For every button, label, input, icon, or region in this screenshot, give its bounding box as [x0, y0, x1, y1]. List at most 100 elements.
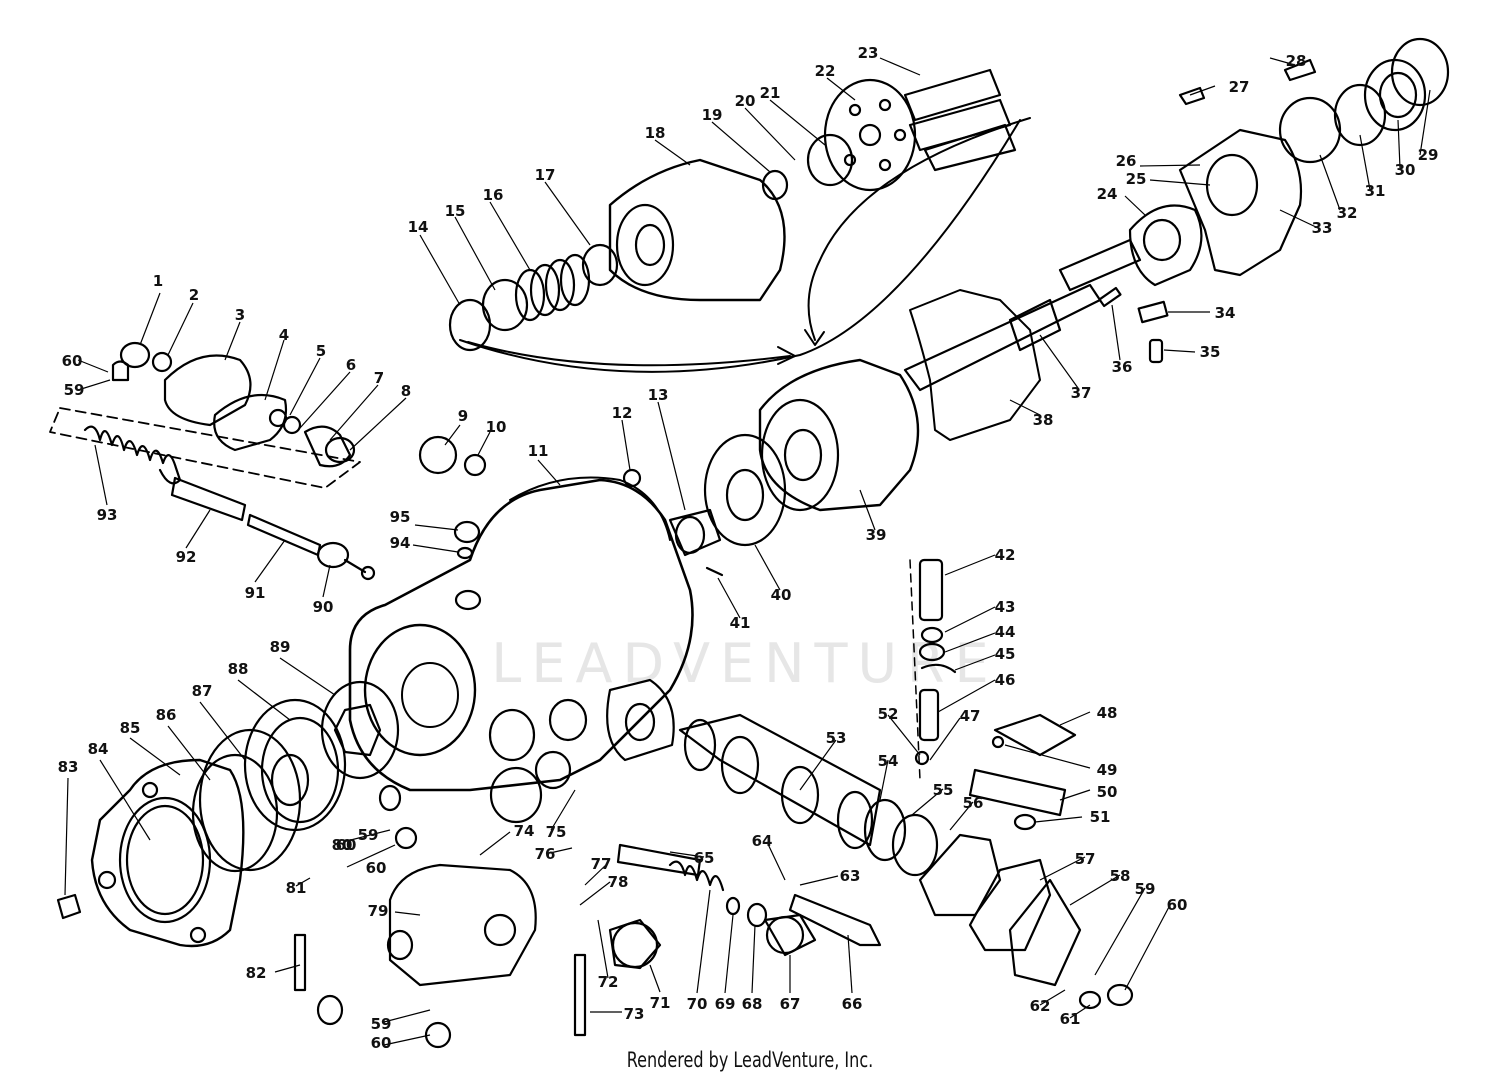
callout-59-topleft: 59 [64, 381, 85, 399]
ring-87 [198, 728, 302, 872]
pin-35 [1148, 338, 1164, 364]
callout-50: 50 [1097, 783, 1118, 801]
callout-67: 67 [780, 995, 801, 1013]
rotor-89 [320, 680, 400, 780]
callout-34: 34 [1215, 304, 1236, 322]
pump-housing [348, 476, 694, 824]
bolt-28 [1283, 58, 1317, 82]
callout-90: 90 [313, 598, 334, 616]
ring-31 [1333, 83, 1387, 147]
callout-13: 13 [648, 386, 669, 404]
callout-74: 74 [514, 822, 535, 840]
spring-93 [83, 425, 182, 485]
spool-53 [678, 713, 882, 850]
callout-43: 43 [995, 598, 1016, 616]
callout-51: 51 [1090, 808, 1111, 826]
callout-19: 19 [702, 106, 723, 124]
svg-text:LEADVENTURE: LEADVENTURE [491, 632, 998, 695]
callout-21: 21 [760, 84, 781, 102]
ring-19 [761, 169, 789, 201]
callout-59-right: 59 [1135, 880, 1156, 898]
bracket-48-51 [968, 713, 1077, 831]
callout-60-bottom: 60 [371, 1034, 392, 1052]
callout-36: 36 [1112, 358, 1133, 376]
callout-20: 20 [735, 92, 756, 110]
callout-48: 48 [1097, 704, 1118, 722]
callout-7: 7 [374, 369, 384, 387]
ring-86 [191, 753, 279, 873]
callout-10: 10 [486, 418, 507, 436]
cover-57-58 [968, 858, 1082, 987]
callout-39: 39 [866, 526, 887, 544]
drive-shaft-37 [903, 238, 1142, 392]
valve-90 [316, 541, 376, 581]
ring-54 [863, 798, 907, 862]
callout-4: 4 [279, 326, 289, 344]
plug-80 [316, 994, 344, 1026]
callout-59-upper: 59 [358, 826, 379, 844]
callout-29: 29 [1418, 146, 1439, 164]
callout-58: 58 [1110, 867, 1131, 885]
curved-arrow [807, 117, 1031, 341]
callout-26: 26 [1116, 152, 1137, 170]
pin-41 [705, 566, 724, 577]
callout-88: 88 [228, 660, 249, 678]
gasket-38 [909, 289, 1041, 441]
valve-65 [616, 843, 702, 877]
plug-60-bottom [424, 1021, 452, 1049]
callout-46: 46 [995, 671, 1016, 689]
callout-23: 23 [858, 44, 879, 62]
callout-28: 28 [1286, 52, 1307, 70]
callout-81: 81 [286, 879, 307, 897]
footer-text: Rendered by LeadVenture, Inc. [626, 1048, 874, 1072]
callout-12: 12 [612, 404, 633, 422]
callout-45: 45 [995, 645, 1016, 663]
plate-22 [823, 78, 917, 192]
callout-87: 87 [192, 682, 213, 700]
ring-94 [456, 546, 474, 560]
plug-9 [418, 435, 458, 475]
callout-2: 2 [189, 286, 199, 304]
callout-6: 6 [346, 356, 356, 374]
cylinder-18 [608, 158, 786, 302]
callout-57: 57 [1075, 850, 1096, 868]
callout-69: 69 [715, 995, 736, 1013]
callout-56: 56 [963, 794, 984, 812]
callout-60-middle: 60 [366, 859, 387, 877]
plug-71 [608, 918, 662, 970]
callout-55: 55 [933, 781, 954, 799]
callout-labels: 1 2 3 4 5 6 7 8 9 10 11 12 13 14 15 16 1… [58, 44, 1439, 1052]
callout-94: 94 [390, 534, 411, 552]
callout-59-bottom: 59 [371, 1015, 392, 1033]
callout-25: 25 [1126, 170, 1147, 188]
callout-41: 41 [730, 614, 751, 632]
bolt-73 [573, 953, 587, 1037]
cylinder-block-39 [758, 358, 920, 512]
callout-42: 42 [995, 546, 1016, 564]
spool-42-47 [909, 558, 957, 781]
plug-60-right [1106, 983, 1134, 1007]
callout-77: 77 [591, 855, 612, 873]
callout-86: 86 [156, 706, 177, 724]
gasket-56 [918, 833, 1002, 917]
curved-arrow-left [467, 341, 791, 367]
footer-credit: Rendered by LeadVenture, Inc. [0, 1048, 1500, 1072]
bearing-21 [806, 133, 854, 187]
callout-47: 47 [960, 707, 981, 725]
ring-69 [725, 896, 741, 916]
callout-73: 73 [624, 1005, 645, 1023]
callout-64: 64 [752, 832, 773, 850]
callout-61: 61 [1060, 1010, 1081, 1028]
leader-lines [64, 57, 1431, 1046]
end-flange [90, 758, 245, 948]
callout-85: 85 [120, 719, 141, 737]
callout-72: 72 [598, 973, 619, 991]
callout-1: 1 [153, 272, 163, 290]
ring-17 [581, 243, 619, 287]
callout-17: 17 [535, 166, 556, 184]
callout-66: 66 [842, 995, 863, 1013]
callout-92: 92 [176, 548, 197, 566]
ring-14 [448, 298, 492, 352]
callout-9: 9 [458, 407, 468, 425]
bolt-61 [1078, 990, 1102, 1010]
